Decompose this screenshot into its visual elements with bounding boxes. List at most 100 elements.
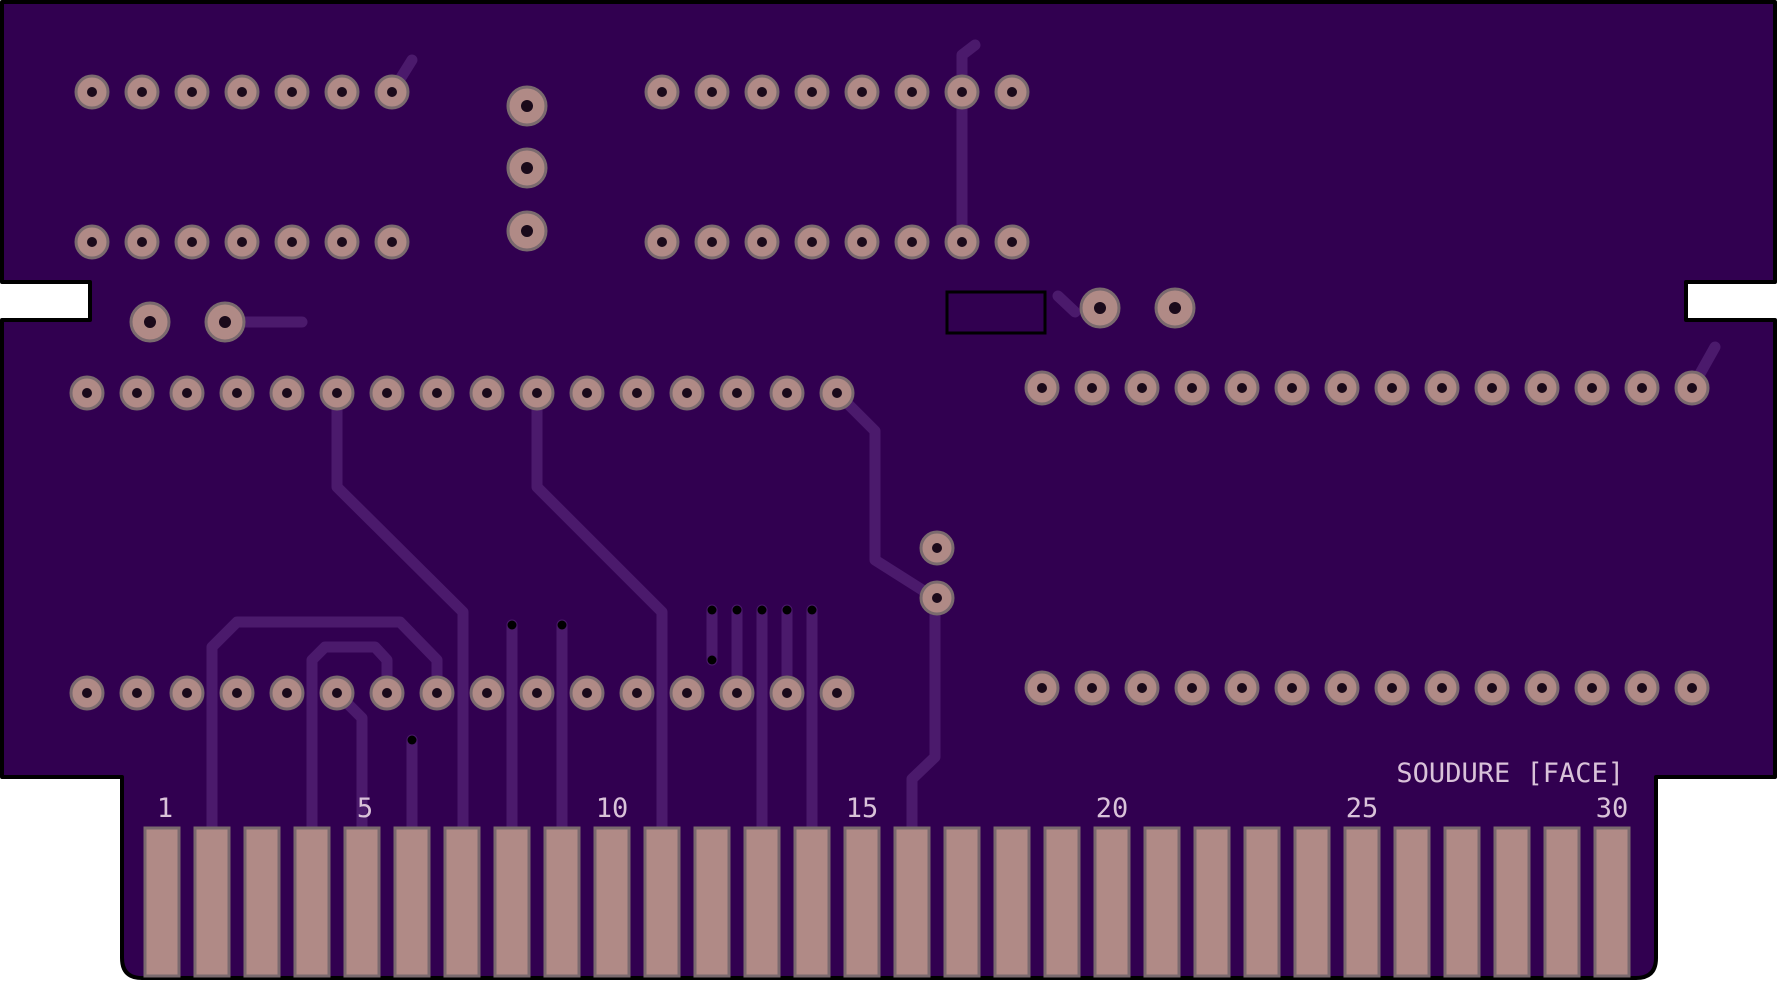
pad-hole: [137, 87, 147, 97]
connector-finger-6: [393, 826, 431, 978]
through-hole-pad: [74, 74, 110, 110]
through-hole-pad: [319, 375, 355, 411]
through-hole-pad: [519, 375, 555, 411]
connector-finger-22: [1193, 826, 1231, 978]
pad-hole: [1007, 87, 1017, 97]
silkscreen-layer: SOUDURE [FACE] 1 5 10 15 20 25 30: [157, 758, 1628, 824]
via-7: [807, 605, 817, 615]
through-hole-pad: [419, 375, 455, 411]
finger-number-5: 5: [357, 793, 373, 824]
through-hole-pad: [219, 675, 255, 711]
pad-hole: [957, 87, 967, 97]
pad-hole: [1287, 383, 1297, 393]
through-hole-pad: [794, 74, 830, 110]
pad-hole: [187, 237, 197, 247]
through-hole-pad: [844, 224, 880, 260]
through-hole-pad: [1324, 670, 1360, 706]
pad-hole: [1037, 383, 1047, 393]
pad-hole: [1687, 383, 1697, 393]
through-hole-pad: [74, 224, 110, 260]
connector-finger-3: [243, 826, 281, 978]
through-hole-pad: [124, 224, 160, 260]
connector-finger-14: [793, 826, 831, 978]
pad-hole: [682, 388, 692, 398]
through-hole-pad: [169, 375, 205, 411]
pad-hole: [757, 87, 767, 97]
pad-hole: [482, 688, 492, 698]
pad-hole: [582, 388, 592, 398]
connector-finger-10: [593, 826, 631, 978]
connector-finger-27: [1443, 826, 1481, 978]
via-8: [707, 655, 717, 665]
pad-hole: [287, 237, 297, 247]
pad-hole: [782, 688, 792, 698]
pad-hole: [807, 87, 817, 97]
trace-5: [306, 641, 393, 841]
pad-hole: [332, 688, 342, 698]
pad-hole: [1187, 683, 1197, 693]
through-hole-pad: [719, 375, 755, 411]
pad-hole: [337, 237, 347, 247]
pad-hole: [1007, 237, 1017, 247]
pad-hole: [632, 388, 642, 398]
connector-finger-9: [543, 826, 581, 978]
through-hole-pad: [994, 74, 1030, 110]
through-hole-pad: [769, 375, 805, 411]
pad-hole: [1637, 683, 1647, 693]
via-2: [557, 620, 567, 630]
pad-hole: [82, 388, 92, 398]
through-hole-pad: [1174, 370, 1210, 406]
pad-hole: [521, 100, 533, 112]
pad-hole: [1387, 383, 1397, 393]
pad-hole: [387, 87, 397, 97]
pad-hole: [1237, 383, 1247, 393]
connector-finger-20: [1093, 826, 1131, 978]
pad-hole: [382, 388, 392, 398]
pad-hole: [1537, 683, 1547, 693]
pad-hole: [832, 388, 842, 398]
pad-hole: [337, 87, 347, 97]
pad-hole: [87, 87, 97, 97]
pad-hole: [87, 237, 97, 247]
component-layer: [945, 290, 1047, 335]
pad-hole: [1187, 383, 1197, 393]
through-hole-pad: [219, 375, 255, 411]
through-hole-pad: [1424, 670, 1460, 706]
pad-hole: [1487, 383, 1497, 393]
connector-finger-30: [1593, 826, 1631, 978]
trace-2: [531, 387, 668, 841]
through-hole-pad: [119, 375, 155, 411]
pad-hole: [582, 688, 592, 698]
pad-hole: [1387, 683, 1397, 693]
pad-hole: [1087, 683, 1097, 693]
through-hole-pad: [204, 301, 246, 343]
through-hole-pad: [1524, 670, 1560, 706]
finger-number-15: 15: [846, 793, 879, 824]
pad-hole: [187, 87, 197, 97]
through-hole-pad: [994, 224, 1030, 260]
pad-hole: [1337, 383, 1347, 393]
pad-hole: [521, 162, 533, 174]
through-hole-pad: [269, 375, 305, 411]
pad-hole: [857, 237, 867, 247]
through-hole-pad: [769, 675, 805, 711]
pad-hole: [782, 388, 792, 398]
through-hole-pad: [1474, 670, 1510, 706]
through-hole-pad: [844, 74, 880, 110]
pad-hole: [282, 688, 292, 698]
pad-hole: [1537, 383, 1547, 393]
connector-finger-12: [693, 826, 731, 978]
through-hole-pad: [269, 675, 305, 711]
through-hole-pad: [369, 375, 405, 411]
through-hole-pad: [419, 675, 455, 711]
through-hole-pad: [324, 74, 360, 110]
connector-finger-28: [1493, 826, 1531, 978]
via-6: [782, 605, 792, 615]
pad-hole: [657, 237, 667, 247]
via-layer: [407, 605, 817, 745]
pad-hole: [1087, 383, 1097, 393]
pad-hole: [732, 388, 742, 398]
through-hole-pad: [119, 675, 155, 711]
pad-hole: [682, 688, 692, 698]
connector-finger-21: [1143, 826, 1181, 978]
